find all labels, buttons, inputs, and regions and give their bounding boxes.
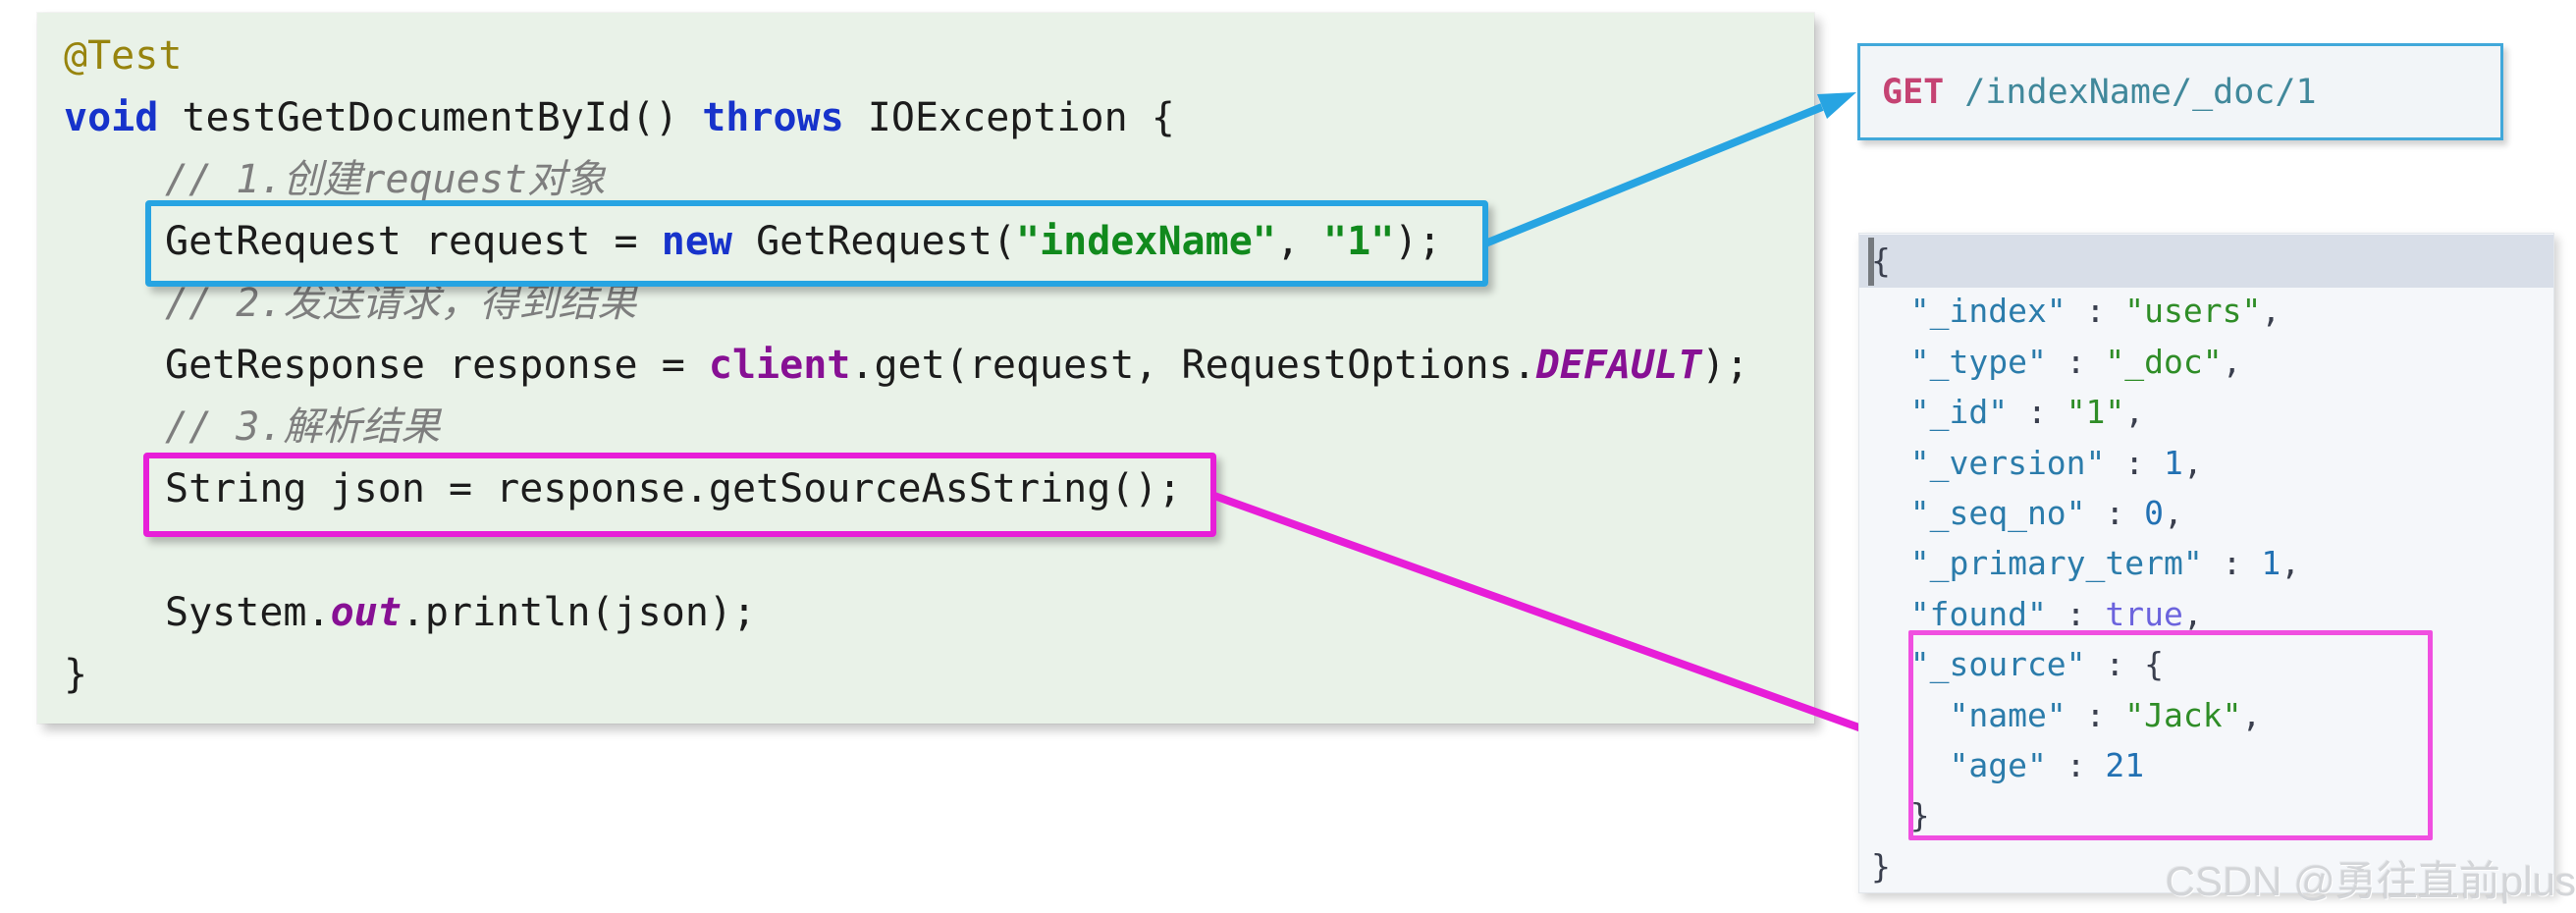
source-section-highlight-box: [1908, 630, 2433, 840]
json-line: "name" : "Jack",: [1871, 695, 2262, 734]
json-line: {: [1871, 242, 1891, 280]
http-method-label: GET: [1882, 72, 1945, 112]
code-line: void testGetDocumentById() throws IOExce…: [64, 95, 1175, 140]
json-line: "found" : true,: [1871, 594, 2203, 633]
json-line: "_primary_term" : 1,: [1871, 544, 2301, 583]
code-line: GetRequest request = new GetRequest("ind…: [165, 219, 1442, 264]
json-line: "_version" : 1,: [1871, 443, 2203, 482]
json-line: "_type" : "_doc",: [1871, 342, 2242, 381]
json-content: { "_index" : "users", "_type" : "_doc", …: [1871, 236, 2553, 891]
json-response-panel: { "_index" : "users", "_type" : "_doc", …: [1858, 233, 2554, 893]
code-line: }: [64, 652, 88, 697]
getsource-highlight-box: [143, 453, 1216, 537]
code-line: System.out.println(json);: [165, 590, 757, 635]
code-line: // 3.解析结果: [165, 404, 441, 450]
code-line: @Test: [64, 33, 183, 79]
json-line: }: [1871, 846, 1891, 886]
text-cursor: [1868, 238, 1874, 286]
json-line: "_source" : {: [1871, 645, 2165, 684]
code-line: GetResponse response = client.get(reques…: [165, 343, 1749, 388]
json-line: "_seq_no" : 0,: [1871, 493, 2183, 532]
json-line: }: [1871, 796, 1930, 835]
code-line: // 2.发送请求，得到结果: [165, 281, 637, 326]
rest-request-box: GET /indexName/_doc/1: [1857, 43, 2503, 140]
csdn-watermark: CSDN @勇往直前plus: [2165, 858, 2576, 904]
json-line: "age" : 21: [1871, 745, 2145, 784]
code-line: // 1.创建request对象: [165, 157, 606, 202]
json-line: "_id" : "1",: [1871, 393, 2145, 432]
http-path-label: /indexName/_doc/1: [1944, 72, 2317, 112]
code-line: String json = response.getSourceAsString…: [165, 466, 1182, 511]
blue-arrowhead-icon: [1817, 92, 1856, 119]
selected-line-highlight: [1859, 235, 2553, 288]
java-code-block: @Test void testGetDocumentById() throws I…: [37, 13, 1814, 724]
json-line: "_index" : "users",: [1871, 292, 2281, 331]
getrequest-highlight-box: [145, 200, 1488, 287]
